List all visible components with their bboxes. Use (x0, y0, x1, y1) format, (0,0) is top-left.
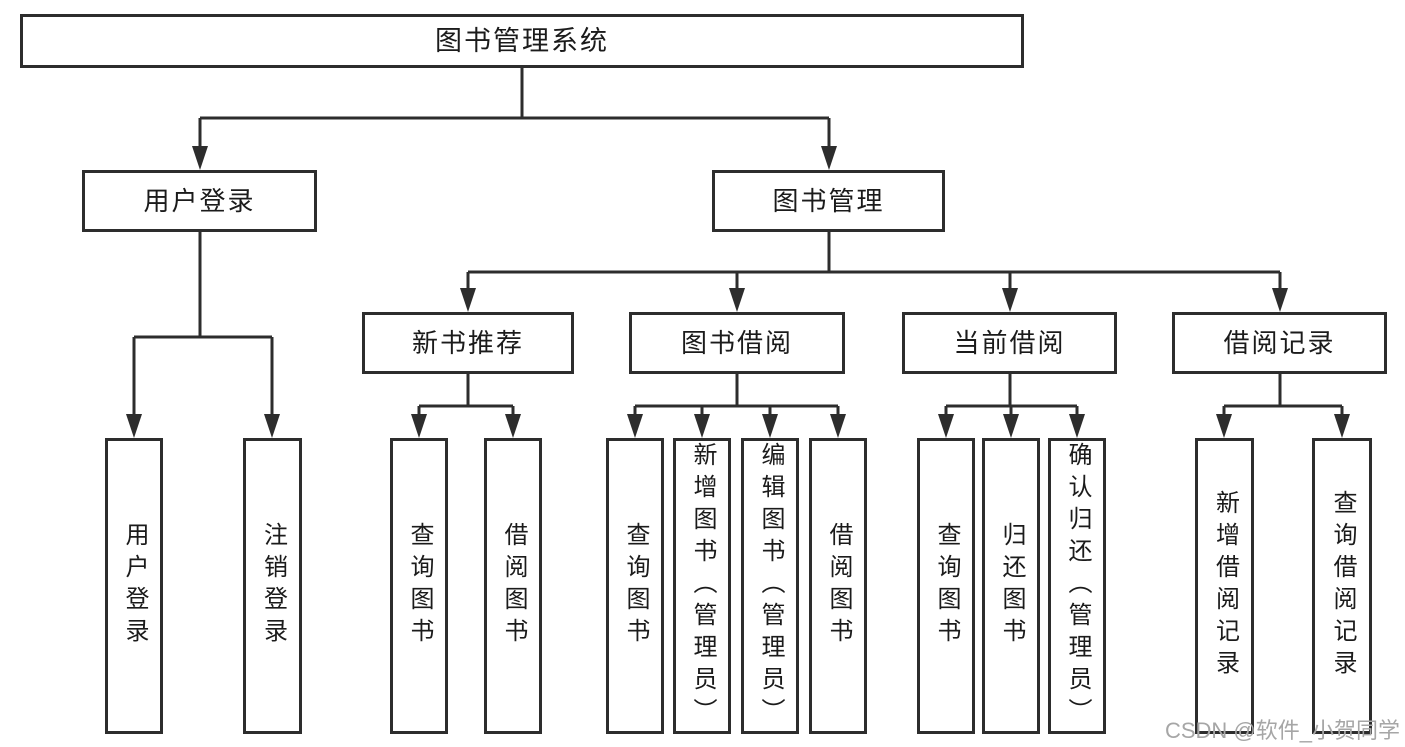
connector-book-mgmt-to-level3 (460, 232, 1288, 312)
leaf-user-login: 用户登录 (105, 438, 163, 734)
node-label: 用户登录 (143, 186, 256, 216)
connector-new-book-recommend-to-leaves (411, 374, 521, 438)
node-user-login: 用户登录 (82, 170, 317, 232)
leaf-records-query-record: 查询借阅记录 (1312, 438, 1372, 734)
arrowhead (830, 414, 846, 438)
node-new-book-recommend: 新书推荐 (362, 312, 574, 374)
node-borrowing-records: 借阅记录 (1172, 312, 1387, 374)
arrowhead (126, 414, 142, 438)
connector-user-login-to-leaves (126, 232, 280, 438)
csdn-watermark: CSDN @软件_小贺同学 (1164, 718, 1400, 743)
node-label: 借阅图书 (825, 522, 852, 650)
leaf-current-query-books: 查询图书 (917, 438, 975, 734)
node-label: 图书管理 (772, 186, 885, 216)
node-label: 借阅记录 (1223, 328, 1336, 358)
node-current-borrowing: 当前借阅 (902, 312, 1117, 374)
leaf-borrowing-edit-books-admin: 编辑图书（管理员） (741, 438, 799, 734)
node-book-management: 图书管理 (712, 170, 945, 232)
arrowhead (627, 414, 643, 438)
connector-current-borrowing-to-leaves (938, 374, 1085, 438)
arrowhead (1002, 288, 1018, 312)
node-label: 新书推荐 (411, 328, 524, 358)
node-label: 图书管理系统 (435, 25, 609, 56)
arrowhead (1272, 288, 1288, 312)
leaf-recommend-query-books: 查询图书 (390, 438, 448, 734)
node-label: 查询图书 (622, 522, 649, 650)
arrowhead (505, 414, 521, 438)
node-label: 编辑图书（管理员） (757, 442, 784, 730)
arrowhead (1069, 414, 1085, 438)
node-label: 查询图书 (933, 522, 960, 650)
node-label: 用户登录 (121, 522, 148, 650)
node-label: 借阅图书 (500, 522, 527, 650)
connector-root-to-level2 (192, 68, 837, 170)
leaf-logout: 注销登录 (243, 438, 302, 734)
connector-borrowing-records-to-leaves (1216, 374, 1350, 438)
leaf-borrowing-query-books: 查询图书 (606, 438, 664, 734)
node-label: 注销登录 (259, 522, 287, 650)
leaf-recommend-borrow-books: 借阅图书 (484, 438, 542, 734)
node-label: 新增借阅记录 (1211, 490, 1239, 682)
node-label: 归还图书 (998, 522, 1025, 650)
arrowhead (264, 414, 280, 438)
node-label: 图书借阅 (680, 328, 793, 358)
arrowhead (1216, 414, 1232, 438)
arrowhead (694, 414, 710, 438)
arrowhead (460, 288, 476, 312)
connector-book-borrowing-to-leaves (627, 374, 846, 438)
arrowhead (729, 288, 745, 312)
leaf-current-confirm-return-admin: 确认归还（管理员） (1048, 438, 1106, 734)
node-label: 确认归还（管理员） (1064, 442, 1091, 730)
arrowhead (192, 146, 208, 170)
node-label: 查询借阅记录 (1329, 490, 1356, 682)
node-label: 当前借阅 (953, 328, 1066, 358)
leaf-current-return-books: 归还图书 (982, 438, 1040, 734)
leaf-borrowing-add-books-admin: 新增图书（管理员） (673, 438, 731, 734)
node-label: 查询图书 (406, 522, 433, 650)
node-book-borrowing: 图书借阅 (629, 312, 845, 374)
arrowhead (762, 414, 778, 438)
arrowhead (938, 414, 954, 438)
leaf-records-add-record: 新增借阅记录 (1195, 438, 1254, 734)
node-label: 新增图书（管理员） (689, 442, 716, 730)
arrowhead (1003, 414, 1019, 438)
node-root-system: 图书管理系统 (20, 14, 1024, 68)
arrowhead (1334, 414, 1350, 438)
leaf-borrowing-borrow-books: 借阅图书 (809, 438, 867, 734)
arrowhead (821, 146, 837, 170)
arrowhead (411, 414, 427, 438)
